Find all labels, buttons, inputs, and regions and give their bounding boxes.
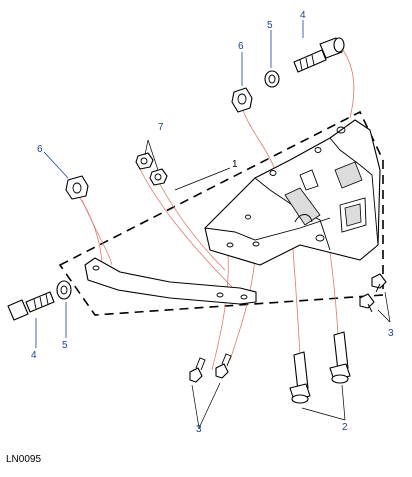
callout-bolt-left: 4 [31,350,37,361]
callout-washer-left: 5 [62,340,68,351]
callout-nut-pair: 7 [158,122,164,133]
screws-bottom [189,353,232,383]
washer-top [264,70,280,88]
callout-bolts-bottom: 2 [342,422,348,433]
callout-nut-left: 6 [37,144,43,155]
callout-screws-bottom: 3 [196,424,202,435]
nut-top [231,87,253,113]
callout-bolt-top: 4 [300,10,306,21]
bolt-top [293,37,345,73]
bolts-bottom [289,331,351,404]
mounting-bracket [204,119,381,266]
drawing-code: LN0095 [6,454,41,465]
callout-screws-right: 3 [388,328,394,339]
screws-right [359,273,387,313]
bolt-left [7,291,55,321]
washer-left [56,280,72,300]
leader-lines [144,139,391,429]
callout-nut-top: 6 [238,41,244,52]
callout-leaders [35,20,304,348]
callout-assembly: 1 [232,159,238,170]
tie-strap [84,257,257,305]
nut-left [65,175,89,200]
callout-washer-top: 5 [267,20,273,31]
nuts-pair [135,152,168,186]
assembly-boundary [58,110,384,316]
